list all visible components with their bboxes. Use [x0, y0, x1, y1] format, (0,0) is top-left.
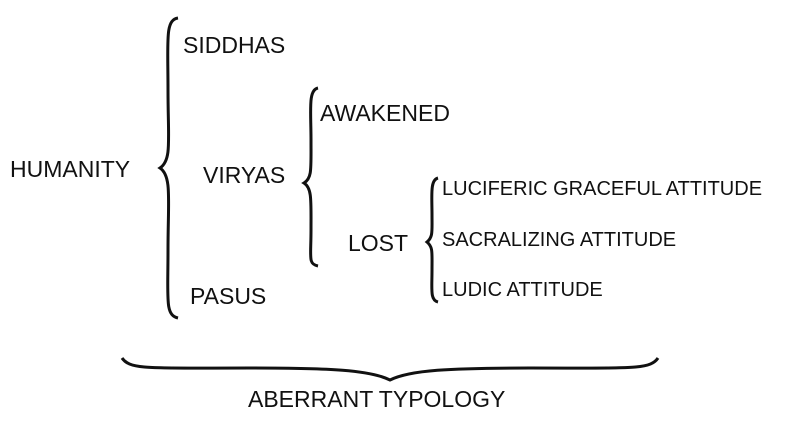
brace-humanity: [157, 16, 179, 320]
brace-footer: [120, 357, 660, 382]
label-pasus: PASUS: [190, 283, 267, 309]
label-aberrant-typology: ABERRANT TYPOLOGY: [248, 386, 506, 412]
label-viryas: VIRYAS: [203, 162, 286, 188]
label-siddhas: SIDDHAS: [183, 32, 286, 58]
brace-lost: [424, 176, 439, 304]
brace-viryas: [301, 86, 319, 268]
label-humanity: HUMANITY: [10, 156, 131, 182]
label-awakened: AWAKENED: [320, 100, 450, 126]
label-lost: LOST: [348, 230, 409, 256]
label-luciferic: LUCIFERIC GRACEFUL ATTITUDE: [442, 178, 763, 200]
label-sacralizing: SACRALIZING ATTITUDE: [442, 229, 677, 251]
label-ludic: LUDIC ATTITUDE: [442, 279, 603, 301]
